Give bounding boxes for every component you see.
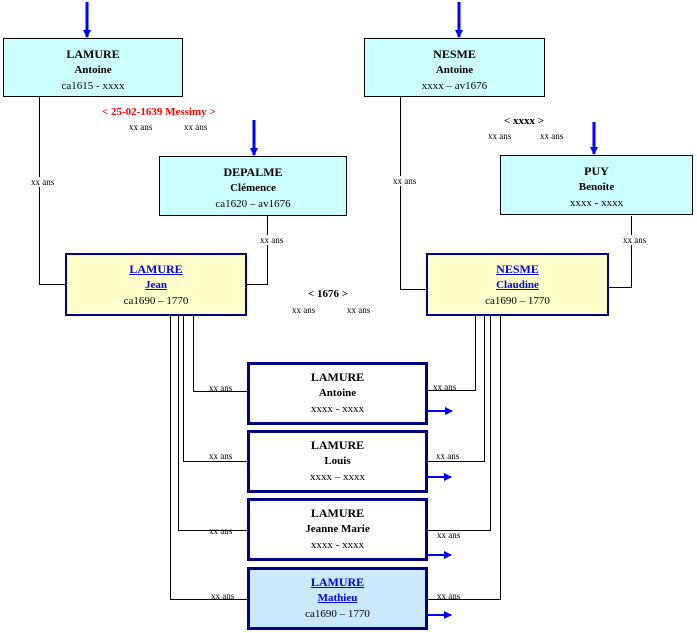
given-name-link[interactable]: Jean [145, 279, 167, 291]
given-name: Louis [324, 455, 351, 467]
child-box-3[interactable]: LAMURE Jeanne Marie xxxx - xxxx [247, 498, 428, 561]
connector-mother-child-1 [428, 316, 476, 391]
person-box-maternal-father[interactable]: NESME Antoine xxxx – av1676 [364, 38, 545, 97]
age-label: xx ans [209, 383, 233, 393]
age-label: xx ans [129, 122, 153, 132]
connector-maternal-father [400, 97, 426, 290]
connector-mother-child-2 [428, 316, 485, 462]
child-box-2[interactable]: LAMURE Louis xxxx – xxxx [247, 430, 428, 493]
life-dates: ca1615 - xxxx [61, 80, 125, 92]
surname-link[interactable]: LAMURE [129, 262, 183, 276]
age-label: xx ans [436, 451, 460, 461]
age-label: xx ans [540, 131, 564, 141]
life-dates: xxxx – av1676 [421, 80, 488, 92]
connector-mother-child-4 [428, 316, 501, 600]
given-name: Jeanne Marie [305, 523, 370, 535]
age-label: xx ans [211, 591, 235, 601]
marriage-event-maternal: < xxxx > [504, 115, 545, 127]
surname: PUY [584, 164, 609, 178]
given-name-link[interactable]: Mathieu [317, 592, 358, 604]
connector-maternal-mother [609, 216, 632, 288]
surname-link[interactable]: NESME [496, 262, 539, 276]
given-name: Antoine [435, 64, 474, 76]
life-dates: ca1620 – av1676 [215, 198, 291, 210]
life-dates: xxxx – xxxx [310, 471, 365, 483]
age-label: xx ans [209, 526, 233, 536]
child-box-1[interactable]: LAMURE Antoine xxxx - xxxx [247, 362, 428, 425]
child-box-4[interactable]: LAMURE Mathieu ca1690 – 1770 [247, 567, 428, 630]
person-box-paternal-mother[interactable]: DEPALME Clémence ca1620 – av1676 [159, 156, 347, 216]
connector-father-child-3 [178, 316, 247, 531]
surname: LAMURE [310, 370, 365, 384]
age-label: xx ans [184, 122, 208, 132]
person-box-maternal-mother[interactable]: PUY Benoîte xxxx - xxxx [500, 155, 693, 215]
given-name: Antoine [318, 387, 357, 399]
age-label: xx ans [623, 235, 647, 245]
age-label: xx ans [31, 177, 55, 187]
marriage-event-parents: < 1676 > [308, 288, 349, 300]
surname-link[interactable]: LAMURE [310, 575, 365, 589]
life-dates: ca1690 – 1770 [123, 295, 189, 307]
person-box-mother[interactable]: NESME Claudine ca1690 – 1770 [426, 253, 609, 316]
surname: NESME [433, 47, 476, 61]
person-box-father[interactable]: LAMURE Jean ca1690 – 1770 [65, 253, 247, 316]
connector-paternal-mother [247, 216, 268, 285]
life-dates: xxxx - xxxx [310, 403, 365, 415]
surname: LAMURE [310, 506, 365, 520]
life-dates: xxxx - xxxx [310, 539, 365, 551]
age-label: xx ans [209, 451, 233, 461]
connector-father-child-1 [193, 316, 247, 392]
age-label: xx ans [292, 305, 316, 315]
life-dates: xxxx - xxxx [569, 197, 624, 209]
given-name-link[interactable]: Claudine [496, 279, 539, 291]
surname: DEPALME [223, 165, 283, 179]
age-label: xx ans [437, 591, 461, 601]
connector-mother-child-3 [428, 316, 491, 531]
age-label: xx ans [433, 382, 457, 392]
age-label: xx ans [437, 530, 461, 540]
connector-father-child-2 [183, 316, 247, 462]
life-dates: ca1690 – 1770 [305, 608, 370, 620]
connector-paternal-father [39, 97, 65, 285]
given-name: Benoîte [578, 181, 615, 193]
given-name: Clémence [230, 182, 276, 194]
person-box-paternal-father[interactable]: LAMURE Antoine ca1615 - xxxx [3, 38, 183, 97]
given-name: Antoine [74, 64, 112, 76]
age-label: xx ans [393, 176, 417, 186]
age-label: xx ans [347, 305, 371, 315]
life-dates: ca1690 – 1770 [485, 295, 550, 307]
age-label: xx ans [260, 235, 284, 245]
age-label: xx ans [488, 131, 512, 141]
marriage-event-paternal: < 25-02-1639 Messimy > [102, 106, 216, 118]
surname: LAMURE [66, 47, 120, 61]
connector-father-child-4 [170, 316, 247, 600]
surname: LAMURE [310, 438, 365, 452]
